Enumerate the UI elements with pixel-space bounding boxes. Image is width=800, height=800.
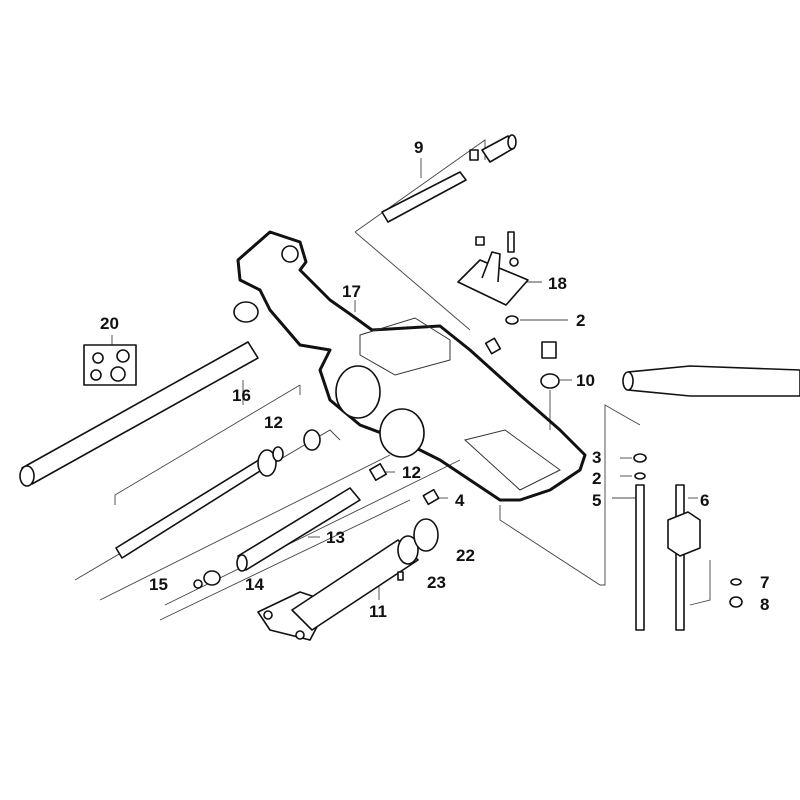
callout-22: 22 (456, 546, 475, 565)
callout-20: 20 (100, 314, 119, 333)
part-13-shaft (236, 487, 361, 572)
callout-18: 18 (548, 274, 567, 293)
part-18-cover (457, 231, 529, 306)
part-16-shaft (115, 429, 321, 559)
callout-8: 8 (760, 595, 769, 614)
callout-2: 2 (592, 469, 601, 488)
callout-3: 3 (592, 448, 601, 467)
callout-13: 13 (326, 528, 345, 547)
callout-12: 12 (402, 463, 421, 482)
callout-16: 16 (232, 386, 251, 405)
part-5-6-rods (635, 484, 701, 631)
part-9-rod (381, 134, 517, 223)
callout-5: 5 (592, 491, 601, 510)
callout-9: 9 (414, 138, 423, 157)
callout-23: 23 (427, 573, 446, 592)
part-11-cylinder (257, 518, 439, 641)
callout-labels: 9 18 17 2 20 10 16 12 12 4 3 2 5 6 13 22… (100, 138, 769, 621)
callout-17: 17 (342, 282, 361, 301)
right-shaft (622, 365, 800, 397)
callout-15: 15 (149, 575, 168, 594)
part-20-shaft (19, 341, 259, 487)
part-14-15 (193, 570, 221, 589)
callout-11: 11 (369, 602, 387, 621)
callout-12: 12 (264, 413, 283, 432)
callout-2: 2 (576, 311, 585, 330)
small-parts (369, 315, 743, 608)
callout-6: 6 (700, 491, 709, 510)
callout-4: 4 (455, 491, 465, 510)
callout-7: 7 (760, 573, 769, 592)
part-17-housing (233, 230, 587, 502)
callout-14: 14 (245, 575, 264, 594)
callout-10: 10 (576, 371, 595, 390)
